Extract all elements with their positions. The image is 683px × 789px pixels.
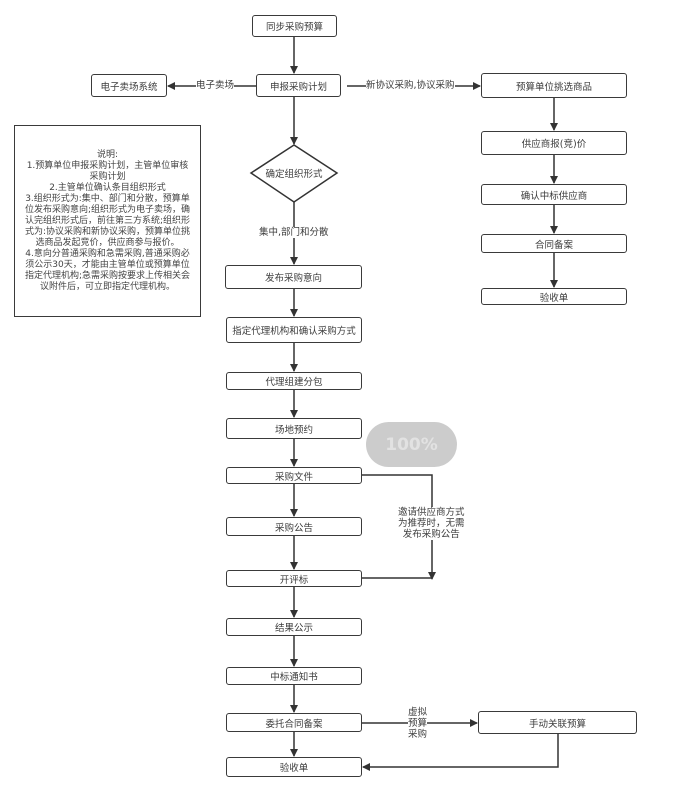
node-award-notice: 中标通知书 bbox=[226, 667, 362, 685]
node-label: 委托合同备案 bbox=[265, 718, 323, 730]
edge-label-line: 预算 bbox=[408, 718, 428, 729]
note-line: 说明: bbox=[96, 150, 119, 160]
note-line: 须公示30天，才能由主管单位或预算单位 bbox=[25, 260, 190, 270]
node-label: 采购文件 bbox=[274, 471, 313, 483]
node-label: 结果公示 bbox=[274, 623, 313, 634]
decision-label: 确定组织形式 bbox=[265, 169, 323, 180]
node-sync-budget: 同步采购预算 bbox=[252, 15, 337, 37]
explanation-note: 说明: 1.预算单位申报采购计划，主管单位审核 采购计划 2.主管单位确认条目组… bbox=[14, 125, 201, 317]
note-line: 议附件后，可立即指定代理机构。 bbox=[39, 282, 175, 292]
edge-manual-to-acceptance bbox=[362, 734, 559, 771]
node-label: 确认中标供应商 bbox=[520, 190, 588, 202]
edge-label-emall: 电子卖场 bbox=[196, 80, 235, 91]
node-label: 发布采购意向 bbox=[264, 273, 322, 284]
node-emall-system: 电子卖场系统 bbox=[91, 74, 167, 97]
node-label: 手动关联预算 bbox=[528, 718, 586, 730]
node-select-goods: 预算单位挑选商品 bbox=[481, 73, 627, 98]
node-venue-booking: 场地预约 bbox=[226, 418, 362, 439]
note-line: 3.组织形式为:集中、部门和分散，预算单 bbox=[25, 194, 190, 204]
node-acceptance-right: 验收单 bbox=[481, 288, 627, 305]
node-procurement-docs: 采购文件 bbox=[226, 467, 362, 484]
edge-docs-bypass bbox=[362, 474, 436, 580]
node-label: 同步采购预算 bbox=[265, 22, 323, 33]
note-line: 位发布采购意向;组织形式为电子卖场，确 bbox=[24, 205, 191, 215]
node-label: 申报采购计划 bbox=[269, 81, 327, 93]
node-submit-plan: 申报采购计划 bbox=[256, 74, 341, 97]
node-label: 电子卖场系统 bbox=[100, 81, 158, 93]
note-line: 采购计划 bbox=[89, 172, 126, 182]
zoom-level-indicator: 100% bbox=[366, 422, 457, 467]
node-label: 开评标 bbox=[279, 574, 309, 586]
note-line: 4.意向分普通采购和急需采购,普通采购必 bbox=[25, 249, 190, 259]
node-label: 采购公告 bbox=[274, 522, 313, 534]
node-label: 预算单位挑选商品 bbox=[515, 81, 592, 93]
note-line: 认完组织形式后，前往第三方系统;组织形 bbox=[24, 216, 191, 226]
node-label: 验收单 bbox=[539, 292, 569, 304]
node-publish-intent: 发布采购意向 bbox=[225, 265, 362, 289]
node-label: 中标通知书 bbox=[270, 672, 318, 683]
note-line: 2.主管单位确认条目组织形式 bbox=[49, 183, 166, 193]
node-label: 供应商报(竞)价 bbox=[521, 139, 587, 150]
note-line: 式为:协议采购和新协议采购，预算单位挑 bbox=[24, 227, 191, 237]
node-label: 场地预约 bbox=[274, 424, 313, 436]
edge-label-line: 虚拟 bbox=[408, 707, 428, 718]
note-line: 1.预算单位申报采购计划，主管单位审核 bbox=[26, 161, 189, 171]
node-acceptance: 验收单 bbox=[226, 757, 362, 777]
node-contract-filing-right: 合同备案 bbox=[481, 234, 627, 253]
node-label: 验收单 bbox=[279, 763, 309, 774]
note-line: 指定代理机构;急需采购按要求上传相关会 bbox=[24, 271, 191, 281]
node-supplier-quote: 供应商报(竞)价 bbox=[481, 131, 627, 155]
node-agent-package: 代理组建分包 bbox=[226, 372, 362, 390]
edge-label-invite-supplier: 邀请供应商方式 为推荐时，无需 发布采购公告 bbox=[398, 507, 465, 540]
node-designate-agent: 指定代理机构和确认采购方式 bbox=[226, 317, 362, 343]
note-text: 说明: 1.预算单位申报采购计划，主管单位审核 采购计划 2.主管单位确认条目组… bbox=[15, 150, 200, 293]
node-confirm-winner: 确认中标供应商 bbox=[481, 184, 627, 205]
edge-label-agreement: 新协议采购,协议采购 bbox=[366, 80, 455, 91]
node-result-publicity: 结果公示 bbox=[226, 618, 362, 636]
node-label: 代理组建分包 bbox=[265, 377, 323, 388]
node-manual-link-budget: 手动关联预算 bbox=[478, 711, 637, 734]
node-procurement-notice: 采购公告 bbox=[226, 517, 362, 536]
edge-label-line: 为推荐时，无需 bbox=[398, 518, 465, 529]
edge-label-line: 发布采购公告 bbox=[402, 529, 460, 540]
node-label: 指定代理机构和确认采购方式 bbox=[232, 326, 356, 337]
edge-label-centralized: 集中,部门和分散 bbox=[259, 227, 329, 238]
node-label: 合同备案 bbox=[534, 239, 573, 251]
edge-label-line: 采购 bbox=[408, 729, 428, 740]
edge-label-virtual-budget: 虚拟 预算 采购 bbox=[408, 707, 428, 740]
node-bid-opening: 开评标 bbox=[226, 570, 362, 587]
node-entrust-contract: 委托合同备案 bbox=[226, 713, 362, 732]
edge-label-line: 邀请供应商方式 bbox=[398, 507, 465, 518]
note-line: 选商品发起竞价，供应商参与报价。 bbox=[35, 238, 180, 248]
